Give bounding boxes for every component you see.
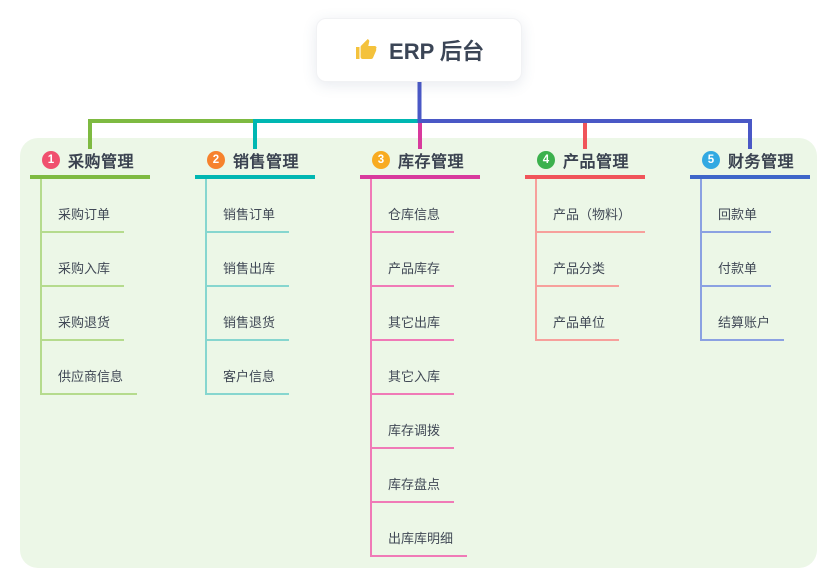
child-node-label: 供应商信息 — [42, 366, 138, 395]
branch-label: 财务管理 — [728, 153, 795, 171]
mindmap-panel — [20, 138, 817, 568]
child-node[interactable]: 采购订单 — [40, 179, 150, 233]
branch-children: 回款单 付款单 结算账户 — [700, 179, 810, 341]
branch-children: 销售订单 销售出库 销售退货 客户信息 — [205, 179, 315, 395]
branch-children: 采购订单 采购入库 采购退货 供应商信息 — [40, 179, 150, 395]
branch-sales: 2 销售管理 销售订单 销售出库 销售退货 客户信息 — [195, 148, 315, 395]
branch-title-product[interactable]: 4 产品管理 — [525, 148, 645, 179]
child-node-label: 客户信息 — [207, 366, 290, 395]
child-node[interactable]: 销售订单 — [205, 179, 315, 233]
branch-number-badge: 2 — [207, 150, 225, 169]
child-node[interactable]: 产品（物料） — [535, 179, 646, 233]
child-node-label: 其它出库 — [372, 312, 455, 341]
child-node-label: 其它入库 — [372, 366, 455, 395]
child-node-label: 结算账户 — [702, 312, 785, 341]
child-node-label: 销售退货 — [207, 312, 290, 341]
branch-children: 产品（物料） 产品分类 产品单位 — [535, 179, 646, 341]
branch-label: 采购管理 — [68, 153, 135, 171]
child-node-label: 仓库信息 — [372, 204, 455, 233]
child-node-label: 库存盘点 — [372, 474, 455, 503]
child-node[interactable]: 采购入库 — [40, 233, 150, 287]
child-node[interactable]: 供应商信息 — [40, 341, 150, 395]
child-node[interactable]: 库存调拨 — [370, 395, 480, 449]
child-node[interactable]: 客户信息 — [205, 341, 315, 395]
thumbs-up-icon — [354, 38, 378, 62]
branch-label: 销售管理 — [233, 153, 300, 171]
child-node[interactable]: 结算账户 — [700, 287, 810, 341]
child-node-label: 采购退货 — [42, 312, 125, 341]
branch-product: 4 产品管理 产品（物料） 产品分类 产品单位 — [525, 148, 646, 341]
branch-title-sales[interactable]: 2 销售管理 — [195, 148, 315, 179]
child-node-label: 销售出库 — [207, 258, 290, 287]
branch-number-badge: 5 — [702, 150, 720, 169]
child-node[interactable]: 产品单位 — [535, 287, 645, 341]
child-node[interactable]: 销售出库 — [205, 233, 315, 287]
child-node-label: 库存调拨 — [372, 420, 455, 449]
child-node[interactable]: 采购退货 — [40, 287, 150, 341]
child-node-label: 销售订单 — [207, 204, 290, 233]
branch-inventory: 3 库存管理 仓库信息 产品库存 其它出库 其它入库 库存调拨 库存盘点 出库库… — [360, 148, 480, 557]
child-node[interactable]: 出库库明细 — [370, 503, 480, 557]
child-node-label: 产品（物料） — [537, 204, 646, 233]
branch-title-inventory[interactable]: 3 库存管理 — [360, 148, 480, 179]
child-node[interactable]: 其它出库 — [370, 287, 480, 341]
child-node-label: 回款单 — [702, 204, 772, 233]
branch-finance: 5 财务管理 回款单 付款单 结算账户 — [690, 148, 810, 341]
branch-title-finance[interactable]: 5 财务管理 — [690, 148, 810, 179]
child-node-label: 付款单 — [702, 258, 772, 287]
branch-number-badge: 3 — [372, 150, 390, 169]
child-node[interactable]: 付款单 — [700, 233, 810, 287]
root-node[interactable]: ERP 后台 — [316, 18, 522, 82]
child-node-label: 产品分类 — [537, 258, 620, 287]
child-node[interactable]: 其它入库 — [370, 341, 480, 395]
child-node-label: 采购入库 — [42, 258, 125, 287]
branch-label: 库存管理 — [398, 153, 465, 171]
child-node[interactable]: 回款单 — [700, 179, 810, 233]
branch-number-badge: 4 — [537, 150, 555, 169]
child-node[interactable]: 仓库信息 — [370, 179, 480, 233]
child-node-label: 产品库存 — [372, 258, 455, 287]
branch-label: 产品管理 — [563, 153, 630, 171]
child-node[interactable]: 销售退货 — [205, 287, 315, 341]
child-node[interactable]: 产品分类 — [535, 233, 645, 287]
branch-number-badge: 1 — [42, 150, 60, 169]
child-node[interactable]: 产品库存 — [370, 233, 480, 287]
child-node-label: 出库库明细 — [372, 528, 468, 557]
child-node[interactable]: 库存盘点 — [370, 449, 480, 503]
child-node-label: 产品单位 — [537, 312, 620, 341]
root-node-label: ERP 后台 — [389, 39, 484, 64]
branch-title-purchase[interactable]: 1 采购管理 — [30, 148, 150, 179]
branch-purchase: 1 采购管理 采购订单 采购入库 采购退货 供应商信息 — [30, 148, 150, 395]
child-node-label: 采购订单 — [42, 204, 125, 233]
branch-children: 仓库信息 产品库存 其它出库 其它入库 库存调拨 库存盘点 出库库明细 — [370, 179, 480, 557]
